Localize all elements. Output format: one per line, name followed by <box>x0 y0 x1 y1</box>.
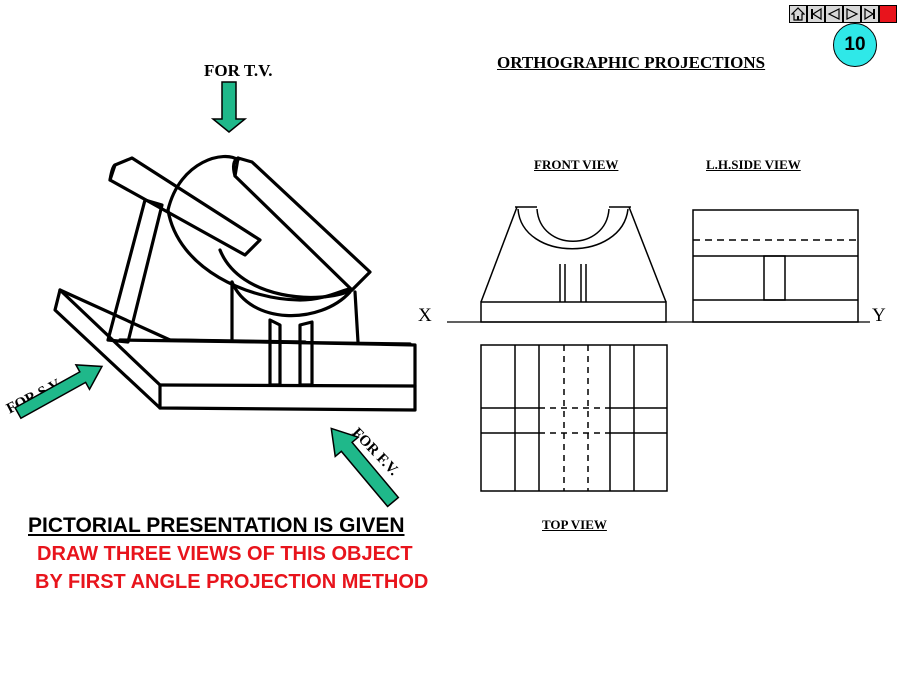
next-icon <box>846 8 859 20</box>
home-button[interactable] <box>789 5 807 23</box>
sv-arrow <box>14 364 104 420</box>
home-icon <box>791 7 805 21</box>
top-view-drawing <box>480 344 668 492</box>
side-view-caption: L.H.SIDE VIEW <box>706 157 801 172</box>
last-slide-button[interactable] <box>861 5 879 23</box>
instruction-line-2: BY FIRST ANGLE PROJECTION METHOD <box>35 571 429 593</box>
next-slide-button[interactable] <box>843 5 861 23</box>
top-view-caption: TOP VIEW <box>542 517 607 532</box>
end-show-button[interactable] <box>879 5 897 23</box>
previous-slide-button[interactable] <box>825 5 843 23</box>
last-icon <box>864 7 875 21</box>
instruction-line-1: DRAW THREE VIEWS OF THIS OBJECT <box>37 543 413 565</box>
first-icon <box>811 7 822 21</box>
previous-icon <box>827 8 840 20</box>
page-number-badge: 10 <box>833 23 877 67</box>
page-title: ORTHOGRAPHIC PROJECTIONS <box>497 53 766 72</box>
slide-navigation <box>789 5 897 23</box>
y-axis-label: Y <box>872 305 886 326</box>
pictorial-object <box>53 155 417 412</box>
instruction-heading: PICTORIAL PRESENTATION IS GIVEN <box>28 514 405 537</box>
first-slide-button[interactable] <box>807 5 825 23</box>
fv-arrow <box>330 427 400 508</box>
for-tv-label: FOR T.V. <box>204 61 273 80</box>
front-view-drawing <box>480 206 667 323</box>
front-view-caption: FRONT VIEW <box>534 157 619 172</box>
tv-arrow <box>210 81 248 133</box>
side-view-drawing <box>692 209 859 323</box>
x-axis-label: X <box>418 305 432 326</box>
